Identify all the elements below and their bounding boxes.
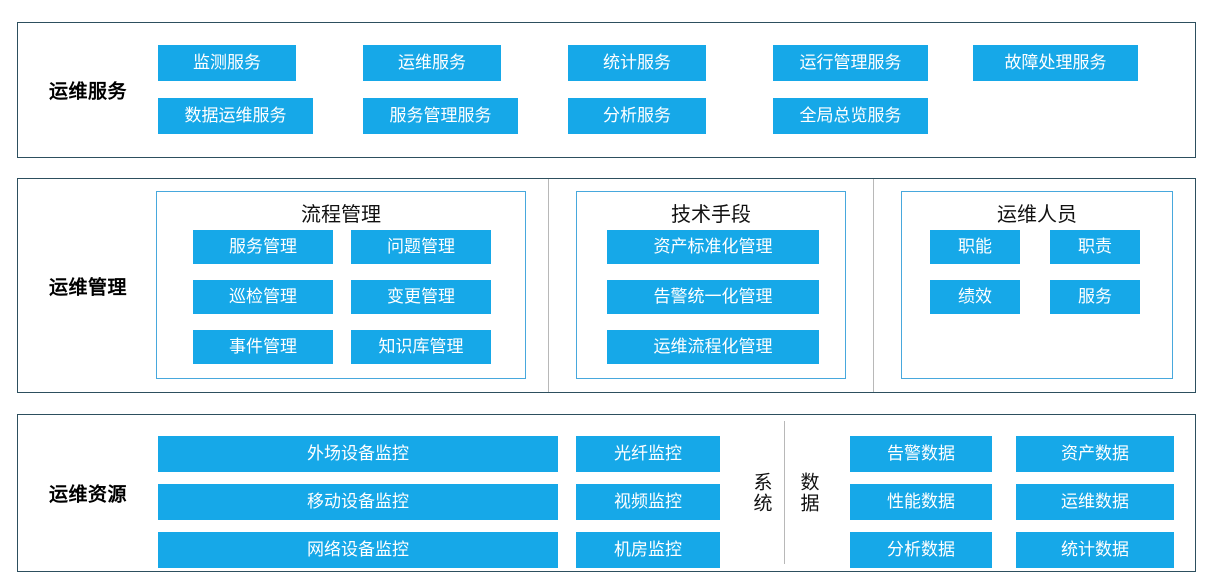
chip-service-global-overview[interactable]: 全局总览服务	[773, 98, 928, 134]
chip-service-fault-handling[interactable]: 故障处理服务	[973, 45, 1138, 81]
chip-data-asset[interactable]: 资产数据	[1016, 436, 1174, 472]
chip-personnel-function[interactable]: 职能	[930, 230, 1020, 264]
chip-data-alarm[interactable]: 告警数据	[850, 436, 992, 472]
chip-process-knowledgebase-mgmt[interactable]: 知识库管理	[351, 330, 491, 364]
vertical-label-system: 系统	[750, 471, 773, 514]
chip-resource-video-monitoring[interactable]: 视频监控	[576, 484, 720, 520]
chip-resource-datacenter-monitoring[interactable]: 机房监控	[576, 532, 720, 568]
section-manage: 运维管理 流程管理 服务管理 问题管理 巡检管理 变更管理 事件管理 知识库管理…	[17, 178, 1196, 393]
chip-data-ops[interactable]: 运维数据	[1016, 484, 1174, 520]
chip-process-problem-mgmt[interactable]: 问题管理	[351, 230, 491, 264]
chip-data-statistics[interactable]: 统计数据	[1016, 532, 1174, 568]
chip-service-statistics[interactable]: 统计服务	[568, 45, 706, 81]
panel-process-management-title: 流程管理	[301, 202, 381, 226]
chip-resource-field-device-monitoring[interactable]: 外场设备监控	[158, 436, 558, 472]
chip-service-operation-management[interactable]: 运行管理服务	[773, 45, 928, 81]
section-service-label: 运维服务	[48, 80, 127, 103]
chip-process-change-mgmt[interactable]: 变更管理	[351, 280, 491, 314]
vertical-label-data: 数据	[797, 471, 820, 514]
chip-process-incident-mgmt[interactable]: 事件管理	[193, 330, 333, 364]
panel-ops-personnel: 运维人员 职能 职责 绩效 服务	[901, 191, 1173, 379]
resource-divider	[784, 421, 785, 564]
chip-tech-alarm-unification[interactable]: 告警统一化管理	[607, 280, 819, 314]
chip-tech-asset-standardization[interactable]: 资产标准化管理	[607, 230, 819, 264]
chip-personnel-performance[interactable]: 绩效	[930, 280, 1020, 314]
chip-tech-ops-process[interactable]: 运维流程化管理	[607, 330, 819, 364]
panel-technical-means: 技术手段 资产标准化管理 告警统一化管理 运维流程化管理	[576, 191, 846, 379]
panel-technical-means-title: 技术手段	[671, 202, 751, 226]
chip-resource-network-device-monitoring[interactable]: 网络设备监控	[158, 532, 558, 568]
chip-service-service-management[interactable]: 服务管理服务	[363, 98, 518, 134]
section-resource-label: 运维资源	[48, 483, 127, 506]
section-service: 运维服务 监测服务 运维服务 统计服务 运行管理服务 故障处理服务 数据运维服务…	[17, 22, 1196, 158]
section-manage-label: 运维管理	[48, 276, 127, 298]
chip-service-data-ops[interactable]: 数据运维服务	[158, 98, 313, 134]
chip-personnel-responsibility[interactable]: 职责	[1050, 230, 1140, 264]
chip-personnel-service[interactable]: 服务	[1050, 280, 1140, 314]
chip-data-performance[interactable]: 性能数据	[850, 484, 992, 520]
chip-process-inspection-mgmt[interactable]: 巡检管理	[193, 280, 333, 314]
panel-ops-personnel-title: 运维人员	[997, 202, 1077, 226]
section-resource: 运维资源 外场设备监控 移动设备监控 网络设备监控 光纤监控 视频监控 机房监控…	[17, 414, 1196, 572]
manage-divider-2	[873, 179, 874, 392]
chip-resource-fiber-monitoring[interactable]: 光纤监控	[576, 436, 720, 472]
chip-data-analysis[interactable]: 分析数据	[850, 532, 992, 568]
chip-service-monitoring[interactable]: 监测服务	[158, 45, 296, 81]
chip-resource-mobile-device-monitoring[interactable]: 移动设备监控	[158, 484, 558, 520]
chip-service-ops[interactable]: 运维服务	[363, 45, 501, 81]
panel-process-management: 流程管理 服务管理 问题管理 巡检管理 变更管理 事件管理 知识库管理	[156, 191, 526, 379]
chip-service-analysis[interactable]: 分析服务	[568, 98, 706, 134]
chip-process-service-mgmt[interactable]: 服务管理	[193, 230, 333, 264]
manage-divider-1	[548, 179, 549, 392]
